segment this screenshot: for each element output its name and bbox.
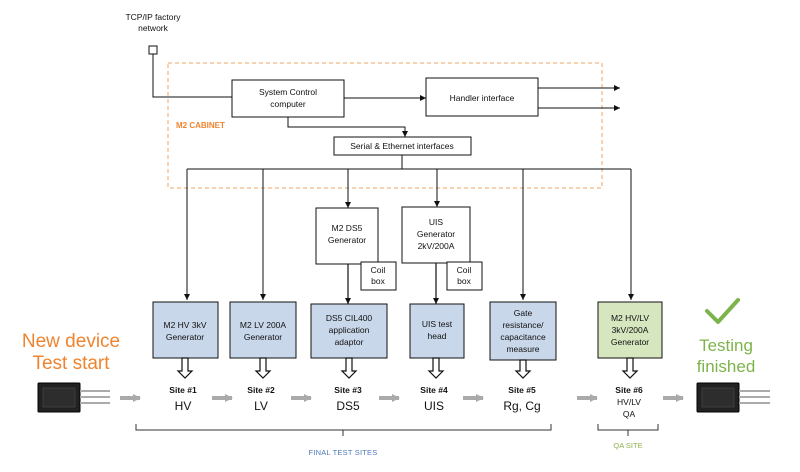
device-icon-start <box>37 382 110 413</box>
device-icon-end <box>696 382 770 413</box>
module-qa-generator: M2 HV/LV 3kV/200A Generator <box>597 301 663 359</box>
hollow-down-arrow-1 <box>176 357 194 379</box>
uis-generator-label: UIS <box>429 217 444 227</box>
qa-site-brace <box>597 424 659 436</box>
svg-text:M2 LV 200A: M2 LV 200A <box>240 320 286 330</box>
svg-text:adaptor: adaptor <box>335 337 364 347</box>
handler-label: Handler interface <box>450 93 515 103</box>
svg-text:2kV/200A: 2kV/200A <box>418 241 455 251</box>
svg-text:Generator: Generator <box>166 332 204 342</box>
site-1-label: Site #1 HV <box>169 385 197 413</box>
svg-text:Site #2: Site #2 <box>247 385 275 395</box>
module-to-site-arrows <box>176 357 639 379</box>
qa-site-label: QA SITE <box>613 441 642 450</box>
svg-text:Coil: Coil <box>371 265 386 275</box>
svg-text:application: application <box>329 325 370 335</box>
coil-box-ds5 <box>360 261 397 291</box>
svg-text:box: box <box>371 276 385 286</box>
svg-text:box: box <box>457 276 471 286</box>
network-port-icon <box>148 45 158 55</box>
hollow-down-arrow-3 <box>340 357 358 379</box>
handler-interface-box <box>425 77 539 117</box>
cabinet-label: M2 CABINET <box>176 121 225 130</box>
svg-text:HV: HV <box>175 399 192 413</box>
hollow-down-arrow-5 <box>514 359 532 379</box>
svg-text:Testing: Testing <box>699 336 753 355</box>
svg-text:head: head <box>428 331 447 341</box>
system-control-label: System Control <box>259 87 317 97</box>
svg-text:UIS: UIS <box>424 399 444 413</box>
site-3-label: Site #3 DS5 <box>334 385 362 413</box>
svg-text:QA: QA <box>623 409 636 419</box>
svg-text:LV: LV <box>254 399 268 413</box>
svg-text:M2 HV/LV: M2 HV/LV <box>611 313 649 323</box>
svg-text:Site #4: Site #4 <box>420 385 448 395</box>
svg-text:3kV/200A: 3kV/200A <box>612 325 649 335</box>
ds5-generator-label: M2 DS5 <box>332 223 363 233</box>
svg-text:Site #6: Site #6 <box>615 385 643 395</box>
svg-text:Gate: Gate <box>514 308 533 318</box>
svg-text:DS5 CIL400: DS5 CIL400 <box>326 313 373 323</box>
svg-text:computer: computer <box>270 99 306 109</box>
svg-text:Coil: Coil <box>457 265 472 275</box>
svg-text:Site #1: Site #1 <box>169 385 197 395</box>
network-label: TCP/IP factory network <box>125 12 181 33</box>
svg-text:Site #5: Site #5 <box>508 385 536 395</box>
check-icon <box>705 298 740 324</box>
svg-text:Site #3: Site #3 <box>334 385 362 395</box>
site-6-label: Site #6 HV/LV QA <box>615 385 643 419</box>
final-sites-brace <box>135 424 552 436</box>
svg-text:Rg, Cg: Rg, Cg <box>503 399 540 413</box>
module-hv-generator: M2 HV 3kV Generator <box>152 301 219 359</box>
m2-cabinet <box>167 62 603 189</box>
coil-box-uis <box>446 261 483 291</box>
svg-text:Generator: Generator <box>328 235 366 245</box>
bus-drop-arrows <box>184 169 634 300</box>
serial-label: Serial & Ethernet interfaces <box>350 141 453 151</box>
distribution-bus <box>187 155 631 170</box>
module-gate-measure: Gate resistance/ capacitance measure <box>489 301 557 361</box>
site-2-label: Site #2 LV <box>247 385 275 413</box>
svg-text:network: network <box>138 23 169 33</box>
svg-text:Generator: Generator <box>417 229 455 239</box>
svg-text:HV/LV: HV/LV <box>617 397 641 407</box>
finish-label: Testing finished <box>697 336 756 376</box>
start-label: New device Test start <box>22 331 120 374</box>
module-lv-generator: M2 LV 200A Generator <box>229 301 297 359</box>
hollow-down-arrow-4 <box>427 357 445 379</box>
network-link <box>152 54 232 98</box>
svg-text:Test start: Test start <box>32 353 110 374</box>
svg-text:TCP/IP factory: TCP/IP factory <box>125 12 181 22</box>
ds5-generator-box <box>315 207 379 265</box>
svg-text:finished: finished <box>697 357 756 376</box>
svg-text:DS5: DS5 <box>336 399 360 413</box>
uis-generator-box <box>401 206 471 264</box>
control-to-serial-arrow <box>287 117 408 137</box>
svg-text:New device: New device <box>22 331 120 352</box>
svg-text:resistance/: resistance/ <box>502 320 544 330</box>
svg-text:Generator: Generator <box>244 332 282 342</box>
hollow-down-arrow-2 <box>254 357 272 379</box>
site-4-label: Site #4 UIS <box>420 385 448 413</box>
svg-text:measure: measure <box>506 344 539 354</box>
site-5-label: Site #5 Rg, Cg <box>503 385 540 413</box>
svg-text:capacitance: capacitance <box>500 332 546 342</box>
module-uis-head: UIS test head <box>409 303 465 359</box>
svg-text:M2 HV 3kV: M2 HV 3kV <box>164 320 207 330</box>
svg-text:UIS test: UIS test <box>422 319 453 329</box>
module-ds5-adaptor: DS5 CIL400 application adaptor <box>310 303 388 359</box>
svg-text:Generator: Generator <box>611 337 649 347</box>
hollow-down-arrow-6 <box>621 357 639 379</box>
final-sites-label: FINAL TEST SITES <box>309 448 378 457</box>
